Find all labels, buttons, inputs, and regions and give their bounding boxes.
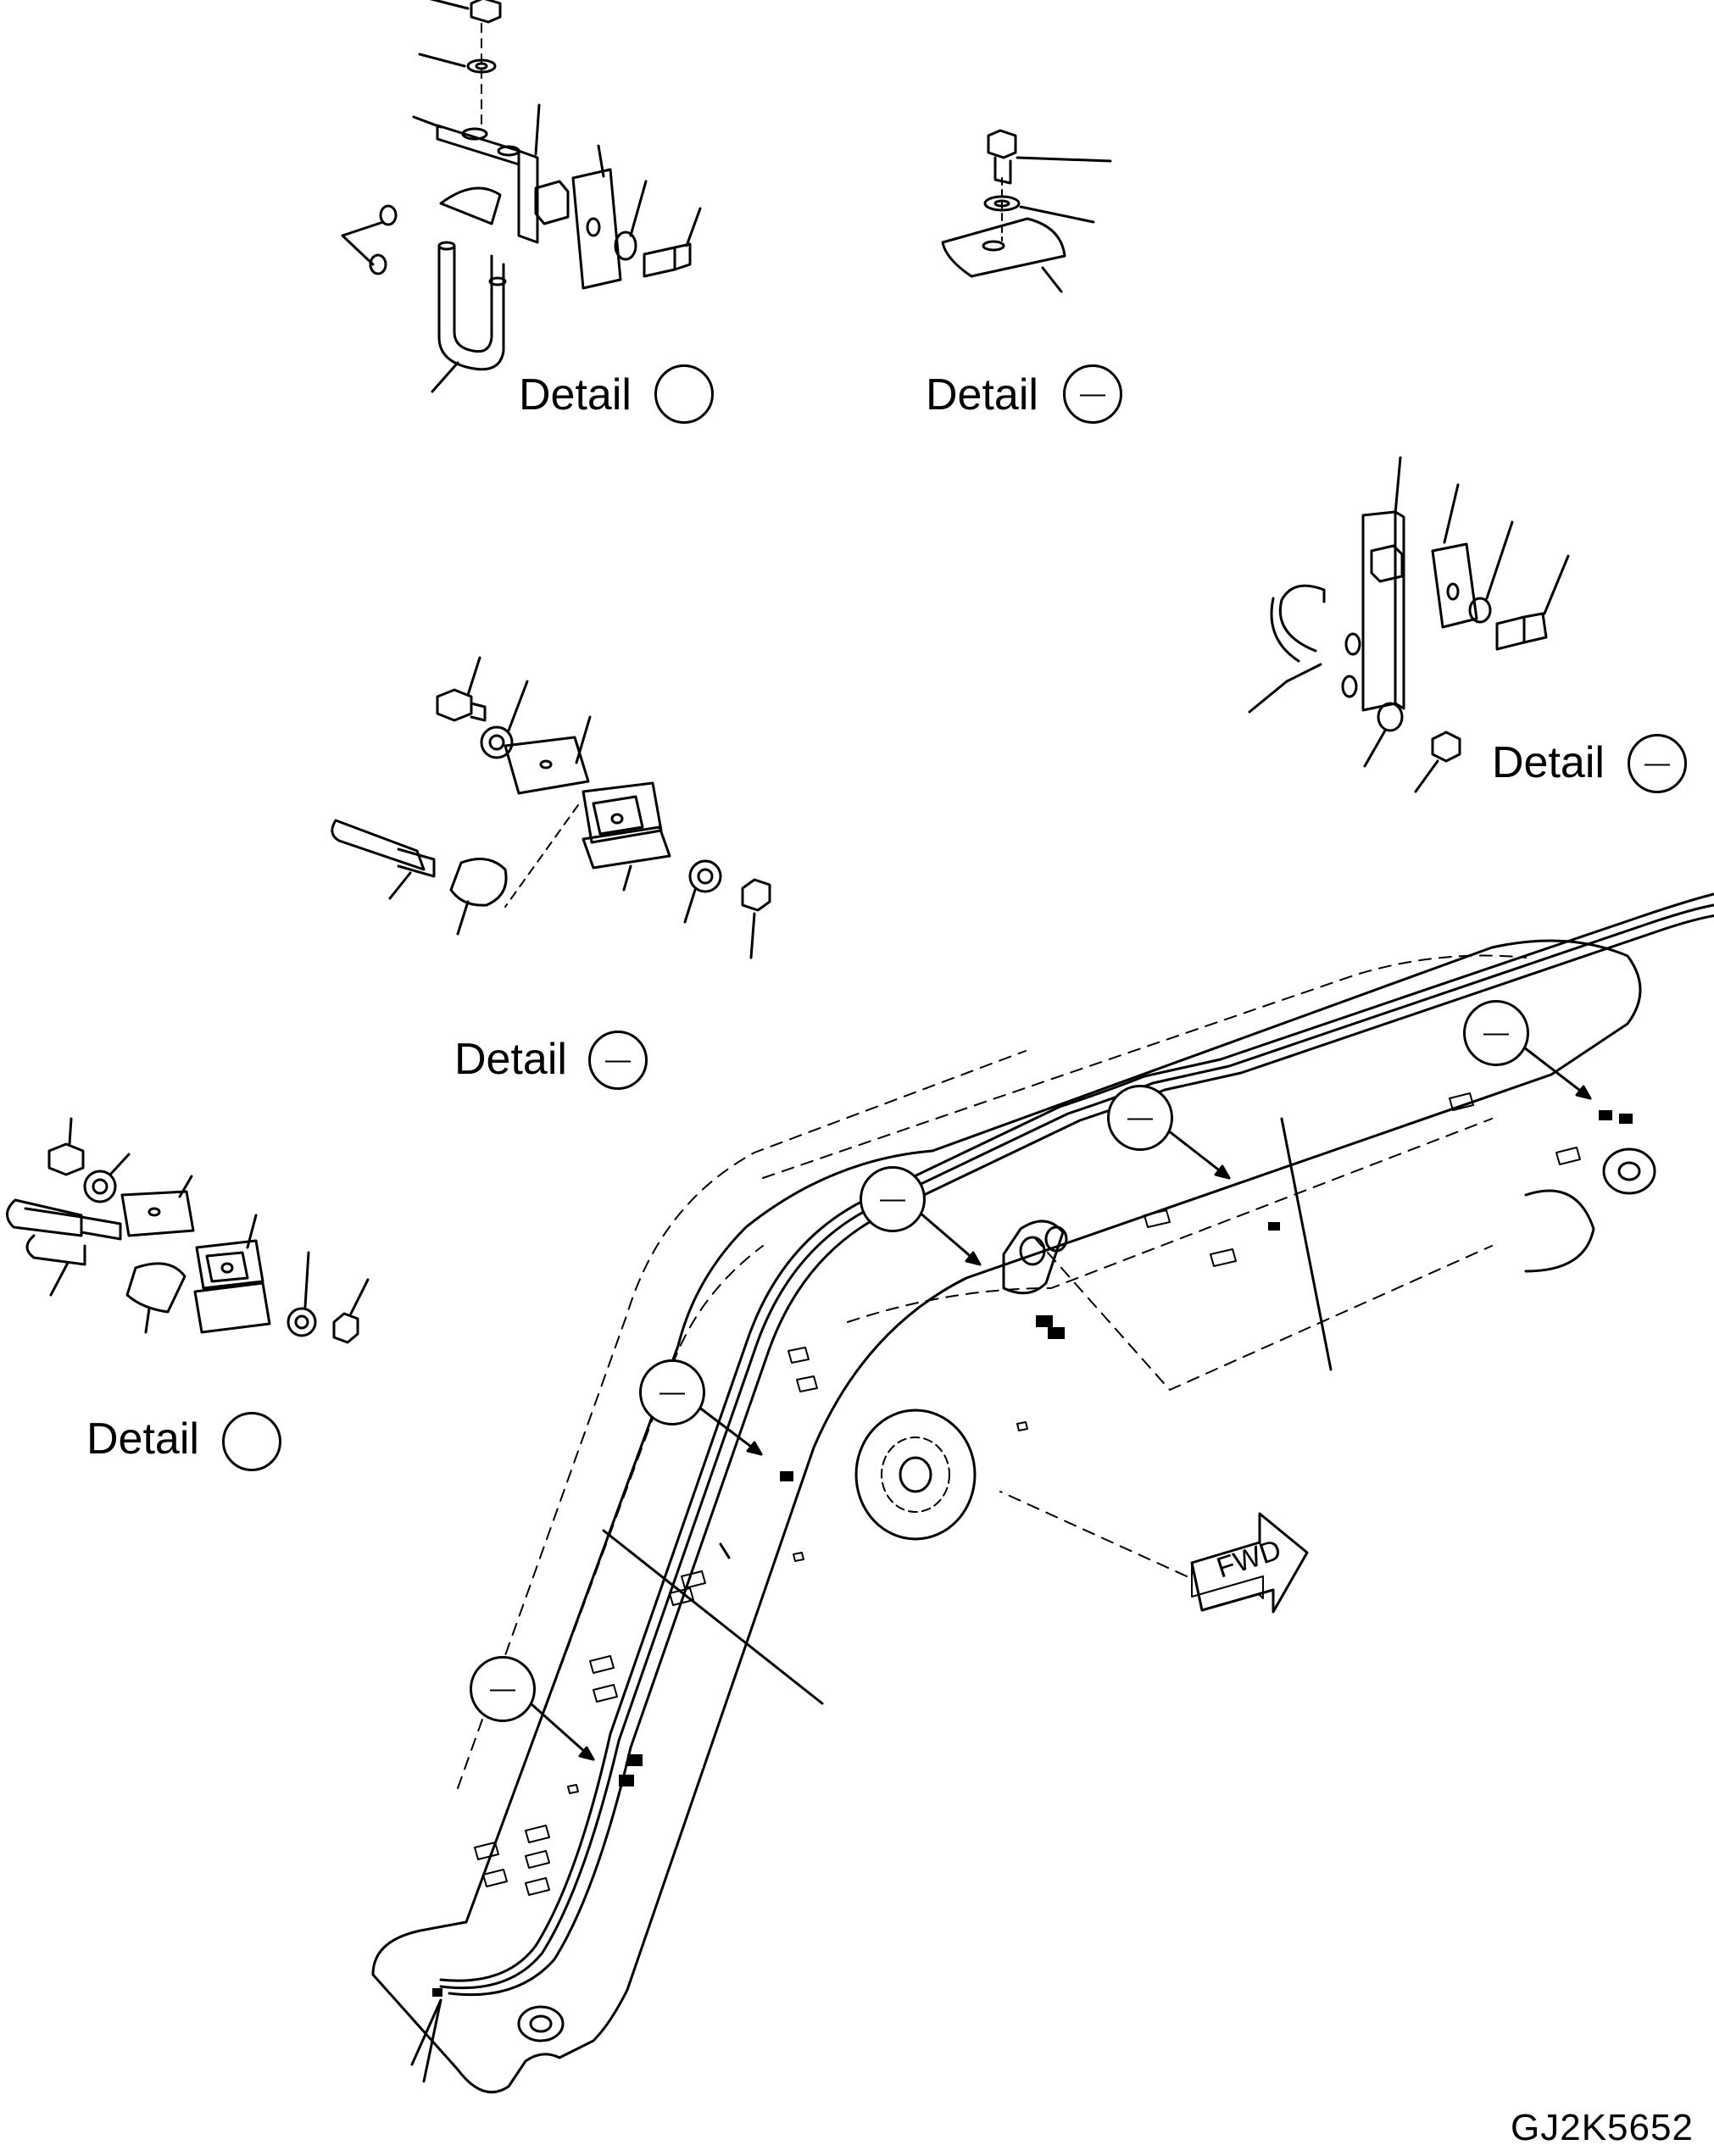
boom-callout-1: — <box>470 1656 536 1722</box>
detail-4-exploded-view <box>331 656 771 959</box>
detail-3-ref-circle: — <box>1628 734 1687 793</box>
boom-assembly <box>371 892 1714 2094</box>
detail-4-text: Detail <box>454 1035 567 1084</box>
detail-1-label: Detail <box>519 373 632 417</box>
detail-1-ref-circle <box>654 364 714 424</box>
detail-5-exploded-view <box>6 1117 370 1344</box>
boom-callout-5: — <box>1463 1000 1529 1066</box>
detail-5-ref-circle <box>222 1412 281 1471</box>
boom-callout-3: — <box>860 1166 926 1232</box>
detail-1-exploded-view <box>341 0 702 393</box>
drawing-code: GJ2K5652 <box>1511 2107 1694 2148</box>
detail-3-exploded-view <box>1248 456 1570 793</box>
detail-2-label: Detail <box>926 373 1038 417</box>
detail-3-text: Detail <box>1492 738 1605 787</box>
boom-callout-4: — <box>1107 1085 1173 1151</box>
detail-2-text: Detail <box>926 370 1038 420</box>
detail-2-exploded-view <box>941 129 1112 293</box>
detail-4-ref-circle: — <box>588 1031 648 1090</box>
detail-4-label: Detail <box>454 1037 567 1081</box>
boom-callout-2: — <box>639 1359 705 1425</box>
forward-direction-arrow <box>1190 1512 1309 1614</box>
fwd-label: FWD <box>1213 1534 1285 1585</box>
detail-1-text: Detail <box>519 370 632 420</box>
detail-2-ref-circle: — <box>1063 364 1122 424</box>
detail-5-text: Detail <box>86 1414 199 1464</box>
detail-3-label: Detail <box>1492 741 1605 785</box>
detail-5-label: Detail <box>86 1417 199 1461</box>
